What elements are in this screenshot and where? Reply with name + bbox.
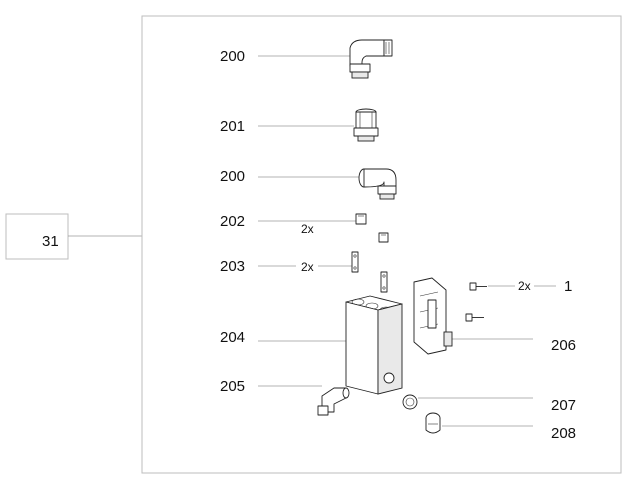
group-box [5,213,69,260]
part-204-valve-block[interactable] [345,295,403,395]
callout-205[interactable]: 205 [220,378,245,395]
callout-204[interactable]: 204 [220,329,245,346]
part-200-elbow-fitting-mid[interactable] [358,168,397,200]
callout-208[interactable]: 208 [551,425,576,442]
part-203-bracket[interactable] [351,251,388,293]
callout-200-mid[interactable]: 200 [220,168,245,185]
part-202-clip[interactable] [355,213,389,243]
part-1-screw[interactable] [465,282,487,322]
callout-206[interactable]: 206 [551,337,576,354]
part-205-side-elbow-fitting[interactable] [317,387,350,416]
callout-200-top[interactable]: 200 [220,48,245,65]
qty-202: 2x [301,222,314,236]
callout-207[interactable]: 207 [551,397,576,414]
part-208-plug[interactable] [425,412,441,434]
assembly-frame [141,15,622,474]
callout-1[interactable]: 1 [564,278,572,295]
part-207-o-ring[interactable] [402,394,418,410]
group-number: 31 [42,233,59,250]
callout-202[interactable]: 202 [220,213,245,230]
part-206-solenoid-plate[interactable] [413,277,453,355]
qty-1: 2x [518,279,531,293]
part-200-elbow-fitting-top[interactable] [349,39,393,79]
part-201-straight-fitting[interactable] [353,108,379,142]
leader-lines [258,55,556,427]
callout-203[interactable]: 203 [220,258,245,275]
callout-201[interactable]: 201 [220,118,245,135]
qty-203: 2x [301,260,314,274]
